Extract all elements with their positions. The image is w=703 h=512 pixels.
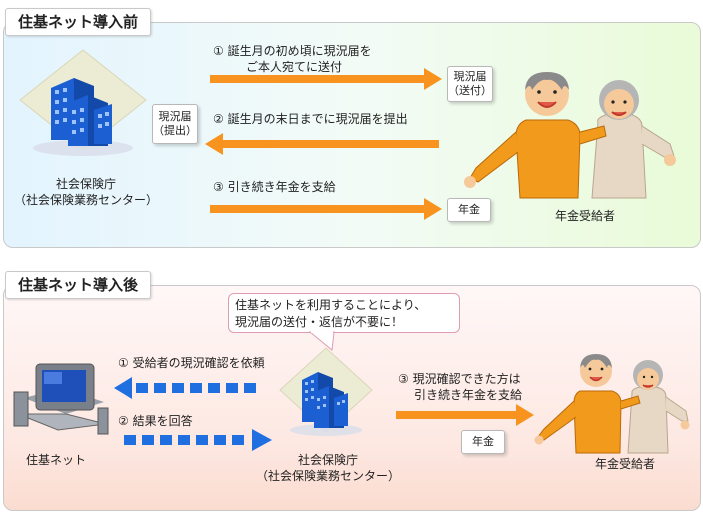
network-label: 住基ネット (26, 453, 87, 467)
callout-pointer (308, 331, 335, 351)
doc-submitted-line1: 現況届 (158, 110, 192, 123)
agency-sublabel: （社会保険業務センター） (13, 193, 158, 207)
callout-line1: 住基ネットを利用することにより、 (235, 298, 427, 312)
request-dashed-arrow-left (114, 377, 256, 399)
step2-number: ② (213, 112, 224, 126)
step1-line2: ご本人宛てに送付 (246, 60, 343, 74)
elderly-couple-icon (534, 354, 690, 454)
before-step3-text: ③ 引き続き年金を支給 (213, 179, 336, 195)
before-title: 住基ネット導入前 (5, 8, 152, 36)
after-step1-line1: 受給者の現況確認を依頼 (132, 356, 265, 370)
recipients-label: 年金受給者 (554, 209, 615, 223)
after-pension-tag: 年金 (461, 430, 505, 454)
after-agency-label: 社会保険庁 (297, 453, 358, 467)
after-step1-text: ① 受給者の現況確認を依頼 (118, 355, 265, 371)
step2-line1: 誕生月の末日までに現況届を提出 (227, 112, 408, 126)
after-step3-line2: 引き続き年金を支給 (414, 388, 523, 402)
genkyo-submitted-doc: 現況届 （提出） (152, 104, 198, 144)
after-title: 住基ネット導入後 (5, 271, 152, 299)
after-step3-number: ③ (398, 372, 409, 386)
step1-number: ① (213, 44, 224, 58)
pension-arrow-right (396, 404, 534, 426)
after-step2-line1: 結果を回答 (132, 414, 193, 428)
callout-bubble: 住基ネットを利用することにより、 現況届の送付・返信が不要に！ (228, 293, 460, 333)
after-agency-sublabel: （社会保険業務センター） (255, 469, 400, 483)
pension-arrow-right (210, 198, 442, 220)
doc-submitted-line2: （提出） (153, 124, 197, 137)
before-step2-text: ② 誕生月の末日までに現況届を提出 (213, 111, 408, 127)
after-recipients-label: 年金受給者 (594, 457, 655, 471)
step3-line1: 引き続き年金を支給 (227, 180, 336, 194)
step1-line1: 誕生月の初め頃に現況届を (227, 44, 372, 58)
doc-sent-line1: 現況届 (453, 70, 487, 83)
after-step2-text: ② 結果を回答 (118, 413, 193, 429)
pension-tag: 年金 (447, 198, 491, 222)
submit-arrow-left (205, 133, 439, 155)
elderly-couple-icon (464, 72, 676, 199)
after-step3-text: ③ 現況確認できた方は (398, 371, 521, 387)
agency-building-icon (19, 49, 147, 156)
step3-number: ③ (213, 180, 224, 194)
after-step3-line1: 現況確認できた方は (412, 372, 521, 386)
doc-sent-line2: （送付） (448, 84, 492, 97)
answer-dashed-arrow-right (124, 429, 272, 451)
agency-label: 社会保険庁 (55, 177, 116, 191)
computer-terminal-icon (13, 363, 109, 435)
before-step1-text: ① 誕生月の初め頃に現況届を (213, 43, 372, 59)
after-step1-number: ① (118, 356, 129, 370)
genkyo-sent-doc: 現況届 （送付） (447, 66, 493, 102)
callout-line2: 現況届の送付・返信が不要に！ (235, 315, 404, 329)
after-step2-number: ② (118, 414, 129, 428)
send-arrow-right (210, 68, 442, 90)
agency-building-icon (279, 347, 373, 436)
